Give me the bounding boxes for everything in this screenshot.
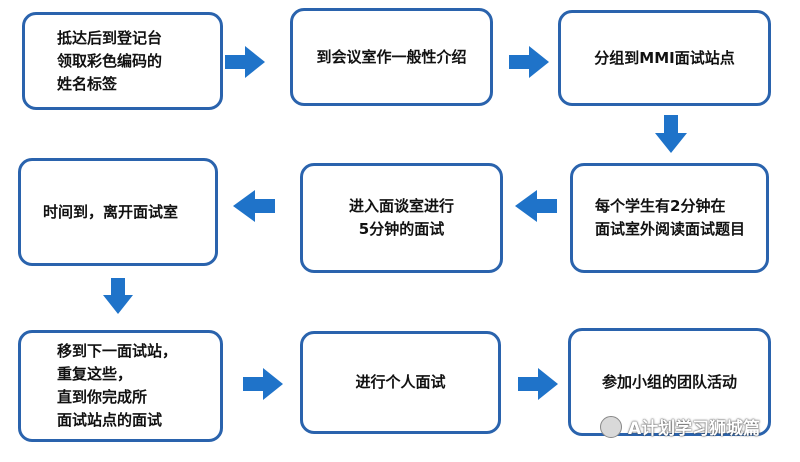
step-text-read-question: 每个学生有2分钟在 面试室外阅读面试题目 — [595, 197, 746, 238]
step-text-leave-room: 时间到，离开面试室 — [43, 202, 179, 221]
arrow-right-icon — [518, 368, 558, 400]
step-text-enter-room: 进入面谈室进行 5分钟的面试 — [348, 197, 454, 238]
watermark-text: A计划学习狮城篇 — [628, 419, 761, 439]
step-text-orientation: 到会议室作一般性介绍 — [316, 47, 467, 66]
step-box-register: 抵达后到登记台 领取彩色编码的 姓名标签 — [22, 12, 223, 110]
chat-bubble-icon — [600, 415, 622, 438]
step-box-orientation: 到会议室作一般性介绍 — [290, 8, 493, 106]
arrow-right-icon — [225, 46, 265, 78]
arrow-left-icon — [233, 190, 275, 222]
step-text-personal-interview: 进行个人面试 — [355, 373, 446, 391]
watermark: A计划学习狮城篇 — [600, 414, 760, 439]
arrow-right-icon — [509, 46, 549, 78]
arrow-down-icon — [103, 278, 133, 314]
arrow-right-icon — [243, 368, 283, 400]
step-text-register: 抵达后到登记台 领取彩色编码的 姓名标签 — [57, 28, 163, 93]
step-text-grouping: 分组到MMI面试站点 — [594, 48, 735, 67]
step-box-next-station: 移到下一面试站， 重复这些， 直到你完成所 面试站点的面试 — [18, 330, 223, 442]
step-box-read-question: 每个学生有2分钟在 面试室外阅读面试题目 — [570, 163, 769, 273]
arrow-left-icon — [515, 190, 557, 222]
step-text-group-activity: 参加小组的团队活动 — [601, 372, 737, 391]
step-box-grouping: 分组到MMI面试站点 — [558, 10, 771, 106]
step-box-group-activity: 参加小组的团队活动 — [568, 328, 771, 436]
step-box-enter-room: 进入面谈室进行 5分钟的面试 — [300, 163, 503, 273]
step-text-next-station: 移到下一面试站， 重复这些， 直到你完成所 面试站点的面试 — [57, 342, 178, 429]
step-box-leave-room: 时间到，离开面试室 — [18, 158, 218, 266]
step-box-personal-interview: 进行个人面试 — [300, 331, 501, 434]
arrow-down-icon — [655, 115, 687, 153]
